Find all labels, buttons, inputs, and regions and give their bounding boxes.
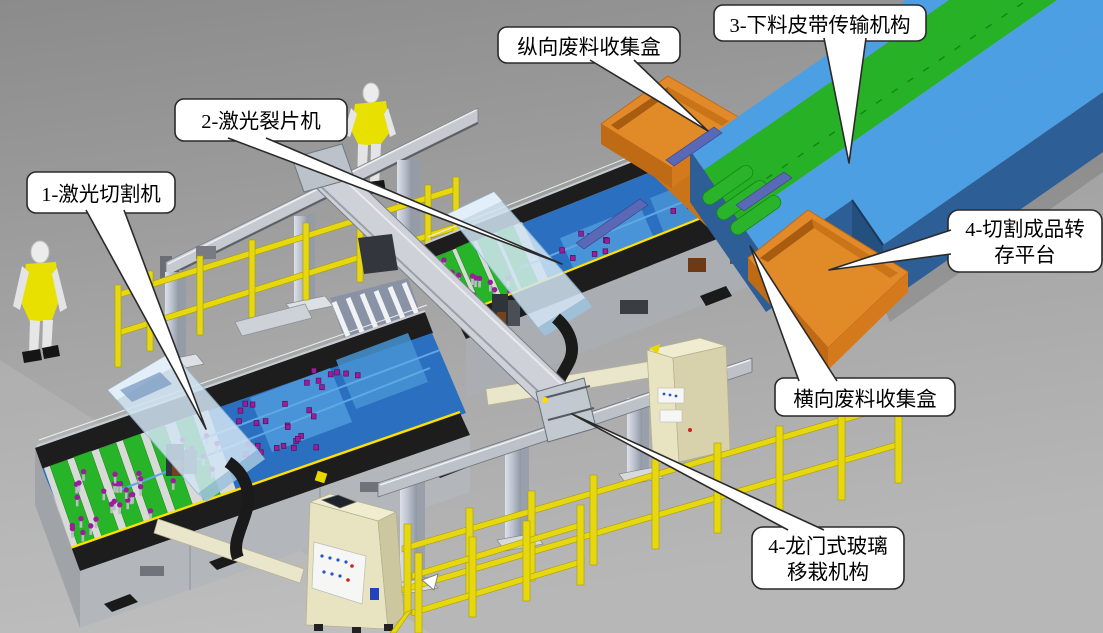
cabinet-control-panel bbox=[311, 541, 367, 605]
callout-longitudinal-waste-box: 纵向废料收集盒 bbox=[497, 26, 709, 132]
callout-text: 4-龙门式玻璃 bbox=[768, 535, 888, 558]
callout-text: 2-激光裂片机 bbox=[201, 110, 321, 133]
machine-1-laser-cutter bbox=[35, 304, 470, 628]
callout-unloading-belt: 3-下料皮带传输机构 bbox=[713, 4, 927, 164]
control-cabinet-main bbox=[305, 493, 405, 633]
operator-mannequin-1 bbox=[13, 240, 67, 363]
beam-slider bbox=[358, 234, 398, 274]
callout-text: 4-切割成品转 bbox=[965, 218, 1085, 241]
beam-lower-carriage bbox=[535, 377, 597, 443]
callout-text: 纵向废料收集盒 bbox=[517, 36, 661, 59]
drag-chain bbox=[224, 457, 255, 561]
callout-laser-cutting-machine: 1-激光切割机 bbox=[26, 171, 207, 430]
callout-text: 横向废料收集盒 bbox=[793, 388, 937, 411]
cutter-base-rail bbox=[153, 518, 305, 584]
control-cabinet-secondary bbox=[645, 337, 731, 465]
callout-text: 3-下料皮带传输机构 bbox=[729, 14, 910, 37]
callout-transverse-waste-box: 横向废料收集盒 bbox=[749, 245, 956, 417]
callout-text: 1-激光切割机 bbox=[41, 183, 161, 206]
callout-gantry-glass-transfer: 4-龙门式玻璃 移栽机构 bbox=[571, 413, 905, 590]
callout-text: 移栽机构 bbox=[787, 561, 869, 584]
vacuum-bars bbox=[575, 126, 793, 250]
callout-text: 存平台 bbox=[994, 244, 1056, 267]
near-safety-fence bbox=[389, 504, 585, 633]
mouse-cursor-icon bbox=[421, 573, 439, 591]
callout-laser-breaking-machine: 2-激光裂片机 bbox=[174, 98, 563, 265]
cabinet-screen bbox=[321, 494, 357, 509]
callout-product-storage-platform: 4-切割成品转 存平台 bbox=[828, 209, 1103, 273]
cutter-hood bbox=[107, 351, 265, 561]
